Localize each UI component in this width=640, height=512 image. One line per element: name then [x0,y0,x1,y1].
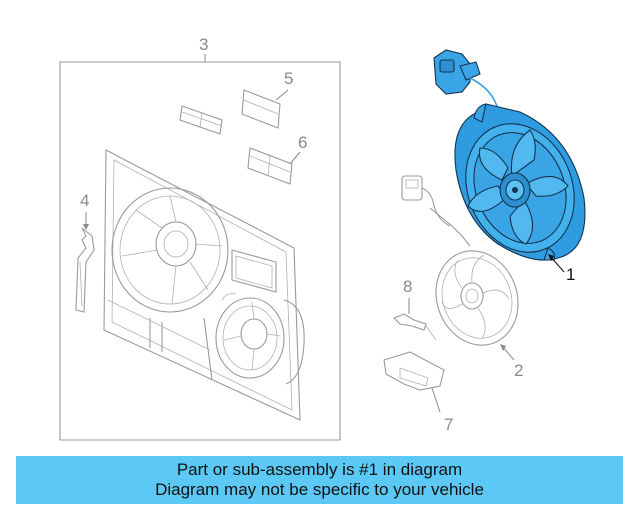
seal-strip-part-4 [75,227,95,313]
callout-6: 6 [298,133,307,152]
fan-shroud [103,149,305,421]
callout-2: 2 [514,361,523,380]
banner-line-2: Diagram may not be specific to your vehi… [155,480,484,499]
clip-bracket-part-6 [247,147,293,185]
leader-arrow-2 [500,344,506,351]
callout-8: 8 [403,277,412,296]
clip-part-8 [393,313,437,341]
callout-1: 1 [566,265,575,284]
clip-bracket-part-5 [179,89,281,135]
leader-line-7 [431,387,441,413]
callout-7: 7 [444,415,453,434]
parts-diagram: 3 [59,35,593,441]
callout-5: 5 [284,69,293,88]
bracket-part-7 [383,351,445,391]
callout-4: 4 [80,191,89,210]
callout-3: 3 [199,35,208,54]
leader-line-5 [275,89,289,101]
leader-arrow-1 [548,254,554,261]
shroud-assembly-frame [59,61,341,441]
banner-line-1: Part or sub-assembly is #1 in diagram [176,460,463,479]
fan-motor-part-2 [401,175,519,346]
fan-motor-part-1[interactable] [433,49,593,269]
leader-arrow-4 [83,224,89,230]
info-banner: Part or sub-assembly is #1 in diagram Di… [16,456,623,504]
leader-line-6 [289,151,301,165]
